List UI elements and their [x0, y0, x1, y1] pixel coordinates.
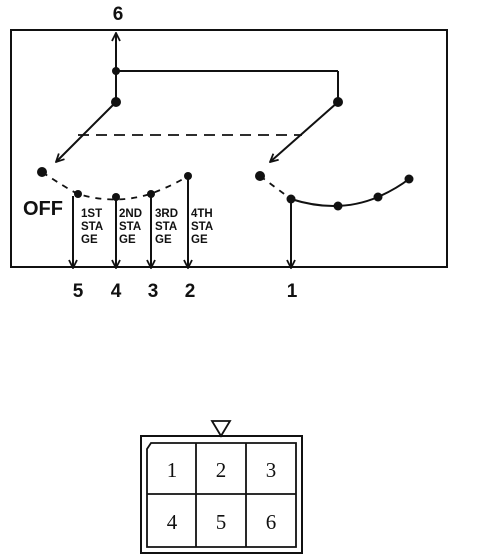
stage-3-label: 3RD STA GE — [155, 208, 181, 246]
stage-1-label: 1ST STA GE — [81, 208, 106, 246]
left-contact-arc — [37, 167, 192, 201]
right-contact-arc — [255, 171, 414, 211]
connector-pin-5: 5 — [216, 510, 227, 534]
left-wiper — [56, 97, 121, 162]
connector-pin-1: 1 — [167, 458, 178, 482]
terminal-6-lead — [112, 33, 120, 103]
terminal-2-label: 2 — [185, 281, 196, 302]
stage-2-label: 2ND STA GE — [119, 208, 145, 246]
connector-pin-4: 4 — [167, 510, 178, 534]
terminal-3-label: 3 — [148, 281, 159, 302]
switch-housing-box — [10, 29, 448, 268]
common-bus — [116, 70, 339, 101]
connector-pin-6: 6 — [266, 510, 277, 534]
connector-lock-tab-icon — [210, 420, 232, 438]
output-leads — [73, 178, 291, 268]
terminal-4-label: 4 — [111, 281, 122, 302]
terminal-1-label: 1 — [287, 281, 298, 302]
stage-4-label: 4TH STA GE — [191, 208, 216, 246]
connector-pin-3: 3 — [266, 458, 277, 482]
right-wiper — [270, 97, 343, 162]
terminal-5-label: 5 — [73, 281, 84, 302]
off-label: OFF — [23, 198, 63, 220]
connector-face: 1 2 3 4 5 6 — [140, 420, 303, 554]
terminal-6-label: 6 — [113, 4, 124, 25]
connector-pin-2: 2 — [216, 458, 227, 482]
